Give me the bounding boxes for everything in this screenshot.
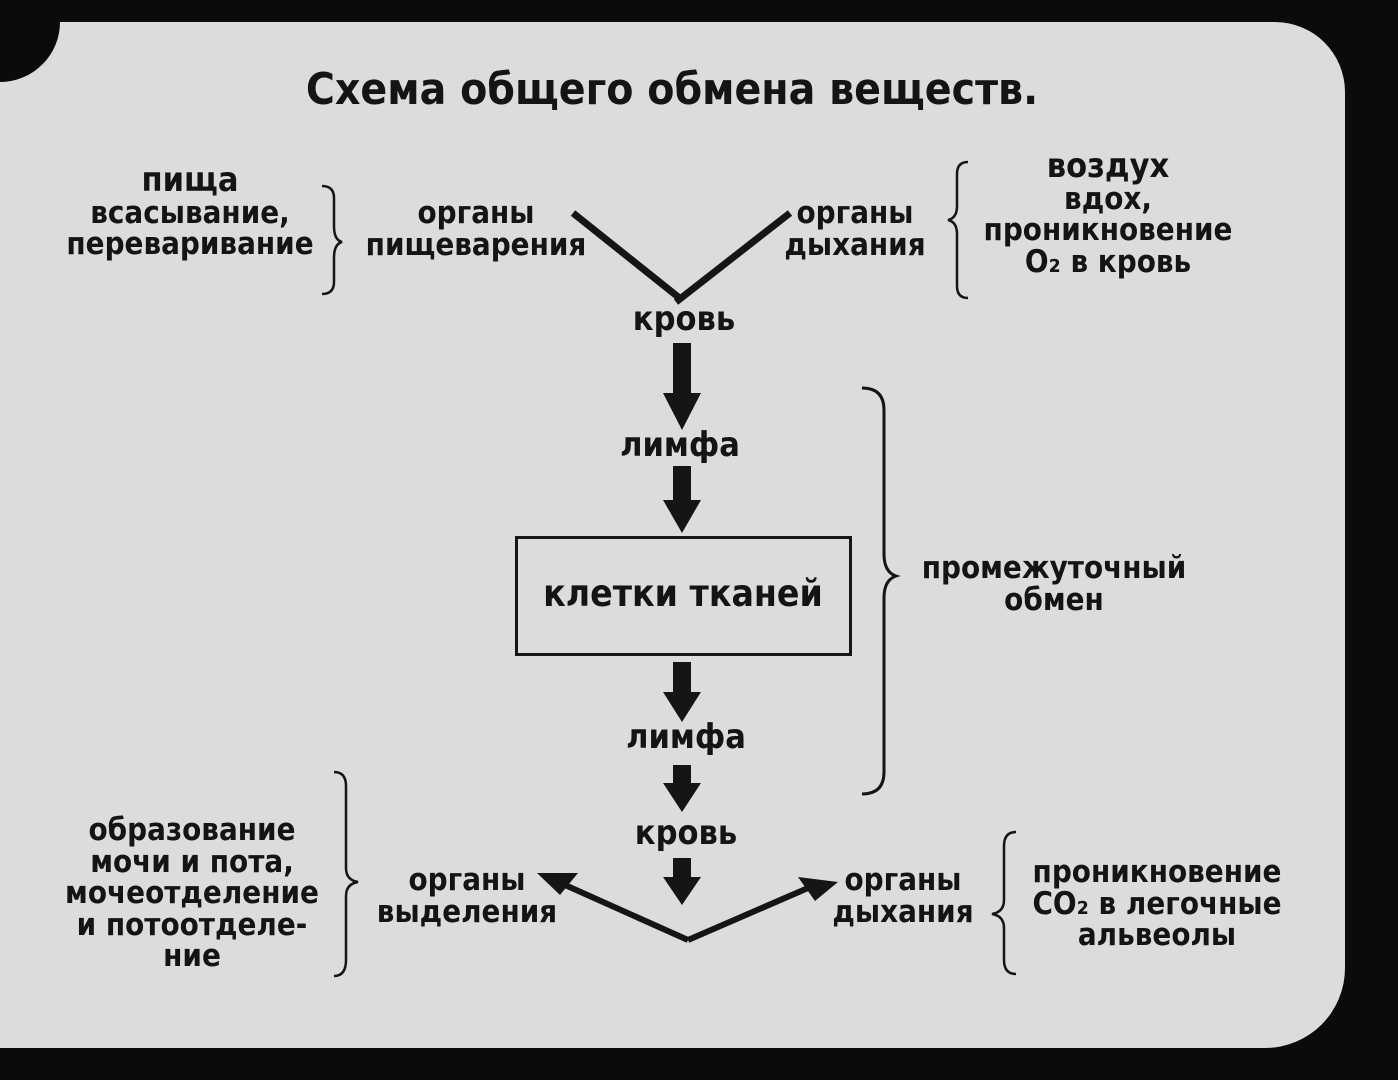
digestive-organs-line: пищеварения <box>365 226 587 263</box>
converge-left-line <box>570 210 685 303</box>
blood-bottom-label: кровь <box>634 813 738 853</box>
air-group: воздух вдох, проникновение O₂ в кровь <box>984 149 1233 279</box>
co2-line: альвеолы <box>1077 917 1237 954</box>
respiratory-organs-line: дыхания <box>784 226 926 263</box>
intermediate-metabolism-label: промежуточный обмен <box>921 550 1187 618</box>
arrow-to-excretory-organs <box>537 873 578 895</box>
arrow-blood-to-lymph <box>663 343 701 430</box>
brace-bottom-right <box>991 830 1017 976</box>
arrow-blood-down <box>663 858 701 905</box>
blood-top-label: кровь <box>632 299 736 339</box>
excretory-organs-label: органы выделения <box>376 862 558 930</box>
diverge-left-line <box>563 882 690 943</box>
co2-line: проникновение <box>1032 854 1282 890</box>
respiratory-organs-line: органы <box>844 862 962 898</box>
arrow-lymph-to-blood <box>663 765 701 812</box>
diverge-right-line <box>686 885 810 943</box>
arrow-cells-to-lymph <box>663 662 701 722</box>
brace-intermediate <box>861 386 901 796</box>
brace-top-left <box>321 184 343 296</box>
digestive-organs-label: органы пищеварения <box>365 195 587 263</box>
excretion-line: ние <box>163 938 221 975</box>
respiratory-organs-line: органы <box>796 195 914 231</box>
food-line: всасывание, <box>90 194 290 231</box>
food-line: переваривание <box>66 226 314 263</box>
excretion-line: образование <box>88 812 296 848</box>
brace-top-right <box>947 160 969 300</box>
lymph-bottom-label: лимфа <box>626 717 746 757</box>
intermediate-metabolism-line: обмен <box>1004 581 1104 618</box>
tissue-cells-box <box>515 536 852 656</box>
tissue-cells-label: клетки тканей <box>543 572 823 615</box>
brace-bottom-left <box>333 770 359 978</box>
food-group: пища всасывание, переваривание <box>66 163 313 261</box>
excretion-line: мочи и пота, <box>90 843 294 880</box>
lymph-top-label: лимфа <box>620 425 740 465</box>
respiratory-organs-top-label: органы дыхания <box>784 195 926 263</box>
arrow-lymph-to-cells <box>663 466 701 533</box>
air-heading: воздух <box>1046 146 1170 186</box>
converge-right-line <box>673 210 793 305</box>
intermediate-metabolism-line: промежуточный <box>921 550 1187 586</box>
excretion-line: мочеотделение <box>65 875 319 912</box>
excretory-organs-line: выделения <box>376 893 558 930</box>
excretory-organs-line: органы <box>408 862 526 898</box>
diagram-title: Схема общего обмена веществ. <box>305 64 1039 115</box>
food-heading: пища <box>141 160 239 200</box>
air-line: O₂ в кровь <box>1024 243 1192 280</box>
excretion-description: образование мочи и пота, мочеотделение и… <box>65 812 319 975</box>
respiratory-organs-bottom-label: органы дыхания <box>832 862 974 930</box>
co2-line: CO₂ в легочные <box>1032 885 1282 922</box>
excretion-line: и потоотделе- <box>76 906 308 943</box>
air-line: вдох, <box>1064 180 1152 217</box>
co2-description: проникновение CO₂ в легочные альвеолы <box>1032 854 1282 954</box>
air-line: проникновение <box>983 212 1233 249</box>
arrow-to-respiratory-organs <box>798 877 838 901</box>
respiratory-organs-line: дыхания <box>832 893 974 930</box>
digestive-organs-line: органы <box>417 195 535 231</box>
